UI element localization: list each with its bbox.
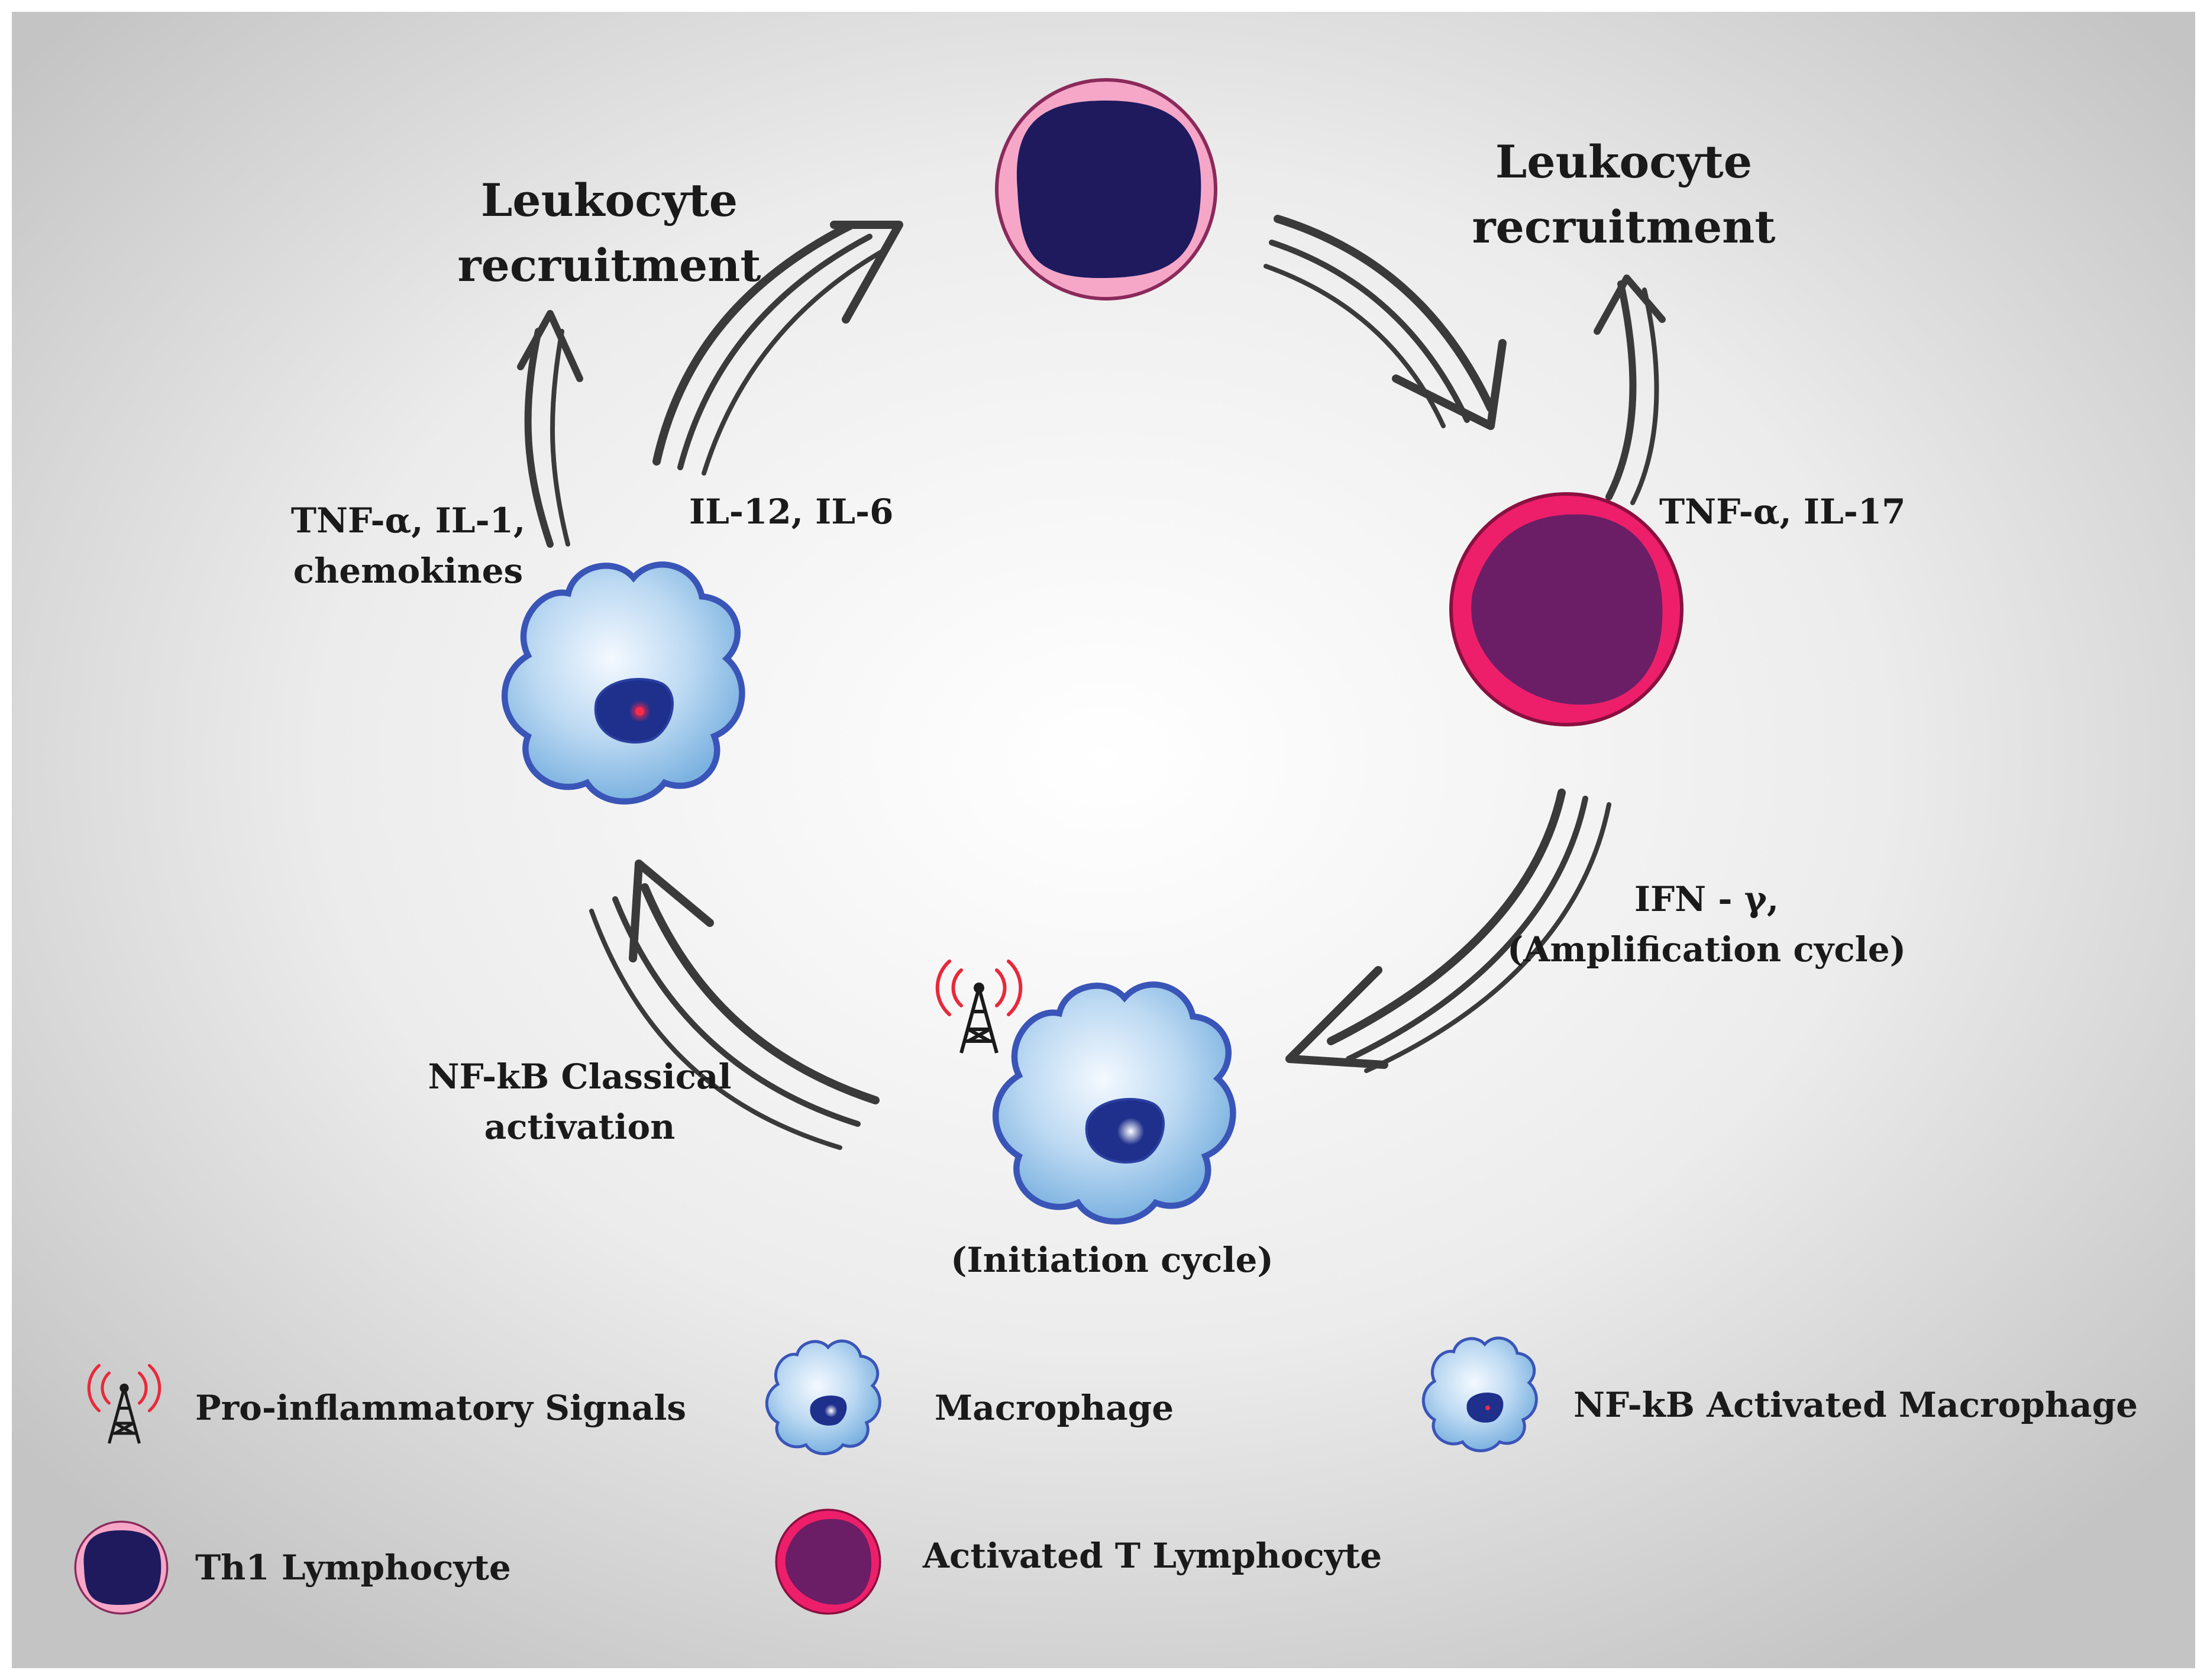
arrow-activated-to-macrophage	[1285, 789, 1611, 1073]
leukocyte-label-right-line1: Leukocyte	[1495, 135, 1752, 188]
leukocyte-label-right-line2: recruitment	[1472, 201, 1775, 253]
macrophage-cell	[996, 984, 1233, 1221]
legend: Pro-inflammatory Signals Macrophage NF-k…	[74, 1338, 2138, 1615]
legend-macrophage-icon	[767, 1341, 880, 1454]
tnf-il17-label: TNF-α, IL-17	[1659, 492, 1906, 532]
legend-antenna-icon	[87, 1364, 161, 1444]
cytokines-left-line2: chemokines	[293, 551, 523, 591]
th1-lymphocyte-cell	[995, 78, 1217, 301]
arrow-th1-to-activated	[1264, 215, 1507, 430]
arrow-leukocyte-right	[1594, 274, 1666, 505]
antenna-icon	[935, 959, 1023, 1054]
cytokines-left-line1: TNF-α, IL-1,	[291, 500, 525, 541]
legend-th1-label: Th1 Lymphocyte	[195, 1547, 511, 1588]
nfkb-classical-label-line2: activation	[484, 1107, 676, 1147]
il12-il6-label: IL-12, IL-6	[689, 492, 893, 532]
ifn-gamma-label: IFN - γ,	[1634, 879, 1779, 919]
arrow-macrophage-to-nfkb	[589, 860, 880, 1150]
arrow-leukocyte-left	[517, 310, 583, 548]
legend-nfkb-macrophage-label: NF-kB Activated Macrophage	[1573, 1385, 2138, 1425]
legend-th1-lymphocyte-icon	[74, 1520, 169, 1615]
nfkb-activated-macrophage-cell	[505, 564, 742, 801]
nfkb-classical-label-line1: NF-kB Classical	[428, 1057, 731, 1097]
amplification-cycle-label: (Amplification cycle)	[1507, 929, 1906, 970]
legend-signals-label: Pro-inflammatory Signals	[195, 1388, 686, 1428]
initiation-cycle-label: (Initiation cycle)	[951, 1240, 1274, 1280]
leukocyte-label-left-line1: Leukocyte	[481, 174, 738, 227]
legend-activated-t-label: Activated T Lymphocyte	[922, 1536, 1382, 1576]
activated-t-lymphocyte-cell	[1449, 492, 1683, 726]
legend-activated-t-icon	[775, 1508, 881, 1615]
leukocyte-label-left-line2: recruitment	[457, 239, 761, 292]
arrow-macrophage-to-th1	[652, 221, 903, 476]
legend-macrophage-label: Macrophage	[935, 1388, 1174, 1428]
legend-nfkb-macrophage-icon	[1423, 1338, 1536, 1451]
